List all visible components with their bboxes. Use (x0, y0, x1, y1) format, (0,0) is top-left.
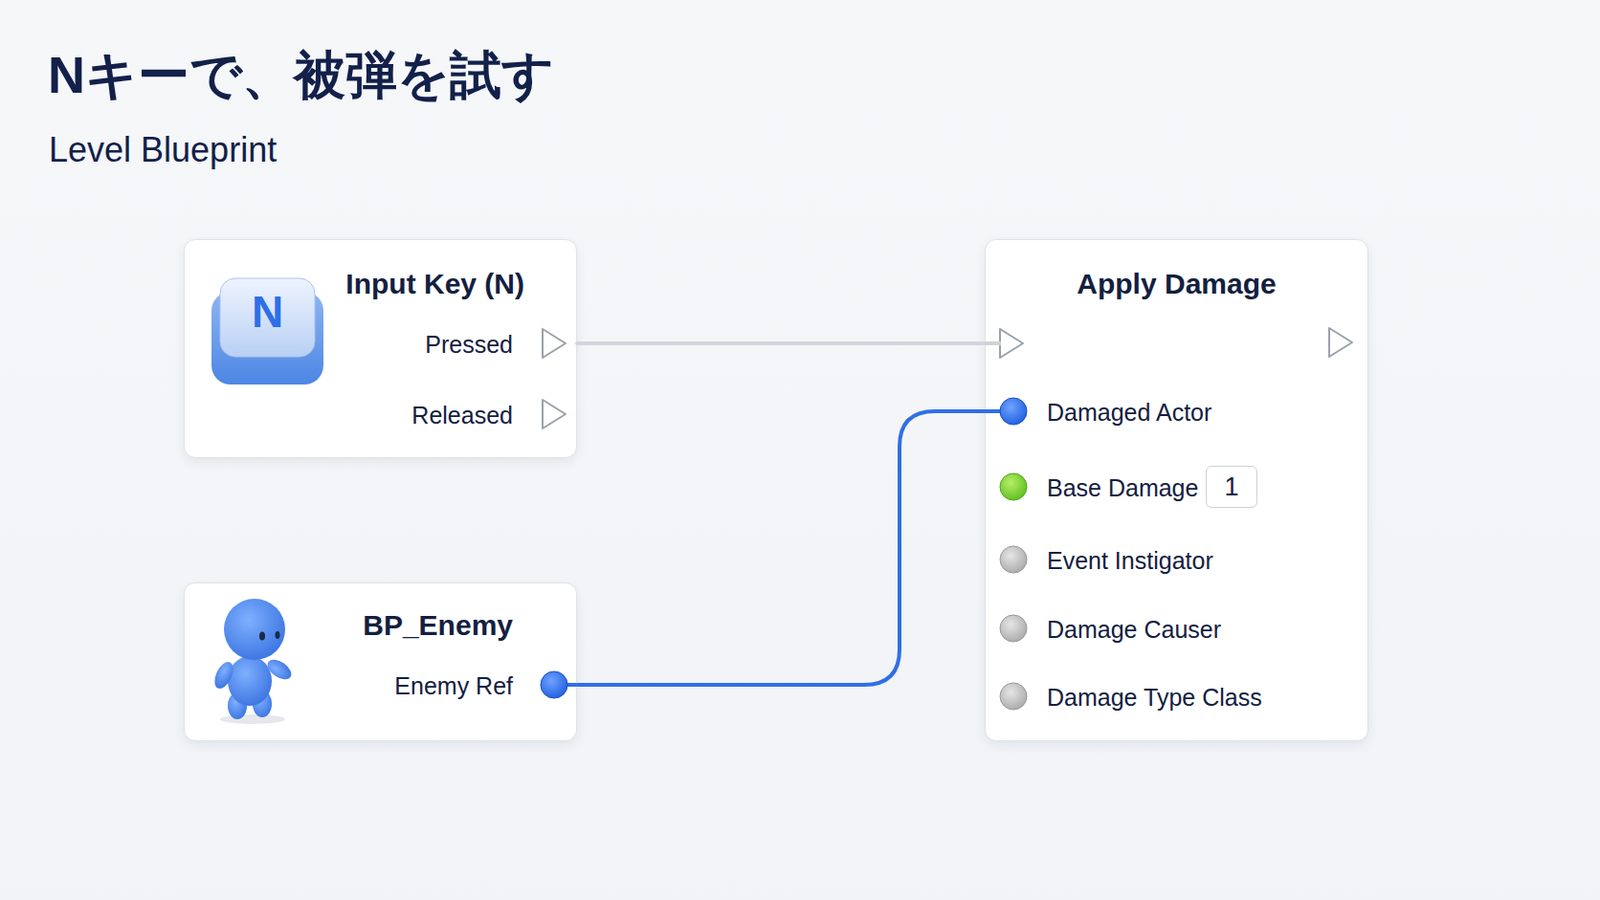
actor-ref-node: BP_EnemyEnemy Ref (183, 582, 578, 742)
exec-pin (542, 400, 566, 429)
exec-pin (542, 329, 566, 358)
float-pin (1000, 473, 1027, 501)
node-text: Apply Damage (985, 266, 1368, 302)
data-wire (577, 411, 985, 686)
enemy-figure (210, 599, 295, 725)
node-text: Base Damage (1046, 473, 1199, 503)
object-pin (1000, 398, 1027, 425)
node-text: N (211, 286, 324, 339)
keycap-icon: N (211, 276, 324, 387)
node-text: Damage Type Class (1046, 683, 1263, 712)
function-node: Apply DamageDamaged ActorBase DamageEven… (984, 239, 1369, 742)
exec-pin (1329, 328, 1353, 357)
exec-wire (577, 341, 985, 346)
input-event-node: Input Key (N) PressedReleased N (183, 239, 578, 459)
node-text: Released (411, 400, 513, 430)
node-text: 1 (1206, 471, 1257, 503)
wire-stub (984, 409, 1014, 414)
diagram-title: Nキーで、被弾を試す (47, 44, 555, 107)
node-text: Input Key (N) (345, 266, 525, 302)
object-pin (540, 671, 568, 699)
node-text: Damaged Actor (1046, 398, 1212, 427)
node-text: Damage Causer (1046, 615, 1222, 645)
exec-stub (984, 341, 1001, 346)
node-text: Event Instigator (1046, 546, 1214, 576)
node-text: BP_Enemy (362, 608, 513, 644)
subtitle: Level Blueprint (48, 129, 277, 171)
wire-stub (554, 683, 577, 688)
unused-pin (1000, 683, 1027, 711)
unused-pin (1000, 615, 1027, 643)
unused-pin (1000, 546, 1027, 574)
value-box: 1 (1205, 466, 1258, 509)
node-text: Enemy Ref (394, 671, 513, 701)
node-text: Pressed (424, 330, 513, 359)
